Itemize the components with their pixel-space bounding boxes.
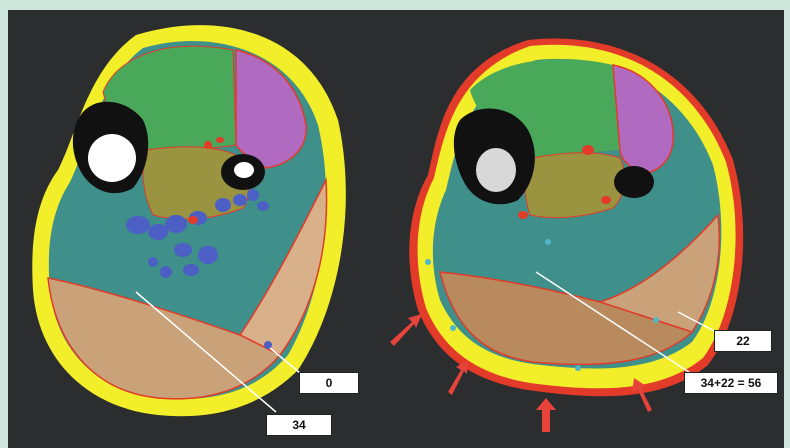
label-right-bottom: 34+22 = 56 [684,372,778,394]
right-leg-section [409,39,743,397]
left-leg-section [32,25,346,416]
right-fibula-cortex [614,166,654,198]
right-olive-muscle [525,153,624,218]
label-left-right: 0 [299,372,359,394]
arrow-icon [536,398,556,432]
left-tibia-marrow [88,134,136,182]
right-tibia-marrow [476,148,516,192]
left-fibula-marrow [234,162,254,178]
arrow-icon [448,360,468,395]
arrow-icon [390,314,422,346]
mri-cross-sections [8,10,784,448]
label-left-bottom: 34 [266,414,332,436]
label-right-right: 22 [714,330,772,352]
image-frame: 0 34 22 34+22 = 56 [8,10,784,448]
